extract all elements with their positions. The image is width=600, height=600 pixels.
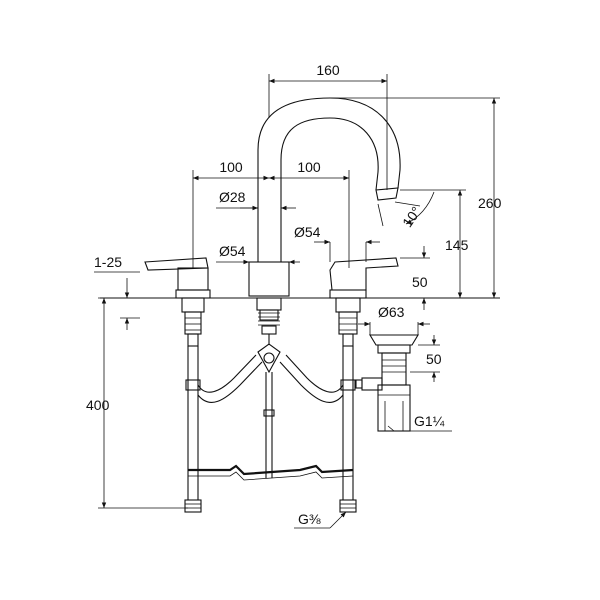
dimension-hose-length: 400 xyxy=(86,297,188,509)
connection-hoses xyxy=(197,343,344,478)
dimension-label: 400 xyxy=(86,397,110,413)
dimension-label: 50 xyxy=(412,274,428,290)
dimension-label: Ø54 xyxy=(219,243,246,259)
dimension-supply-thread: G⅜ xyxy=(294,511,347,529)
dimension-deck-thickness: 1-25 xyxy=(94,254,140,330)
dimension-label: 100 xyxy=(297,159,321,175)
dimension-outlet-height: 145 xyxy=(400,189,469,298)
dimension-waste-height: 50 xyxy=(410,335,442,382)
dimension-label: Ø28 xyxy=(219,189,246,205)
dimension-handle-height: 50 xyxy=(400,246,430,310)
dimension-label: G1¼ xyxy=(414,413,445,429)
dimension-body-diameter-left: Ø54 xyxy=(216,243,300,265)
supply-hoses xyxy=(184,346,357,513)
pop-up-waste xyxy=(355,334,419,432)
dimension-label: G⅜ xyxy=(298,511,321,527)
center-body xyxy=(248,261,290,345)
right-handle-valve xyxy=(324,257,399,347)
dimension-spout-diameter: Ø28 xyxy=(216,189,296,211)
dimension-label: 260 xyxy=(478,195,502,211)
dimension-label: Ø54 xyxy=(294,224,321,240)
dimension-waste-diameter: Ø63 xyxy=(358,304,430,335)
dimension-spout-reach: 160 xyxy=(268,62,388,190)
dimension-spout-angle: 10° xyxy=(399,191,435,231)
dimension-label: 100 xyxy=(219,159,243,175)
dimension-total-height: 260 xyxy=(330,97,502,299)
dimension-label: 145 xyxy=(445,237,469,253)
dimension-label: Ø63 xyxy=(378,304,405,320)
mounting-bracket xyxy=(188,464,354,481)
spout xyxy=(257,97,421,262)
dimension-label: 50 xyxy=(426,351,442,367)
dimension-spacing: 100 100 xyxy=(192,159,350,268)
dimension-label: 160 xyxy=(316,62,340,78)
left-handle-valve xyxy=(144,257,214,347)
dimension-label: 10° xyxy=(399,204,424,231)
dimension-waste-thread: G1¼ xyxy=(378,413,452,432)
dimension-label: 1-25 xyxy=(94,254,122,270)
dimension-body-diameter-right: Ø54 xyxy=(294,224,380,262)
